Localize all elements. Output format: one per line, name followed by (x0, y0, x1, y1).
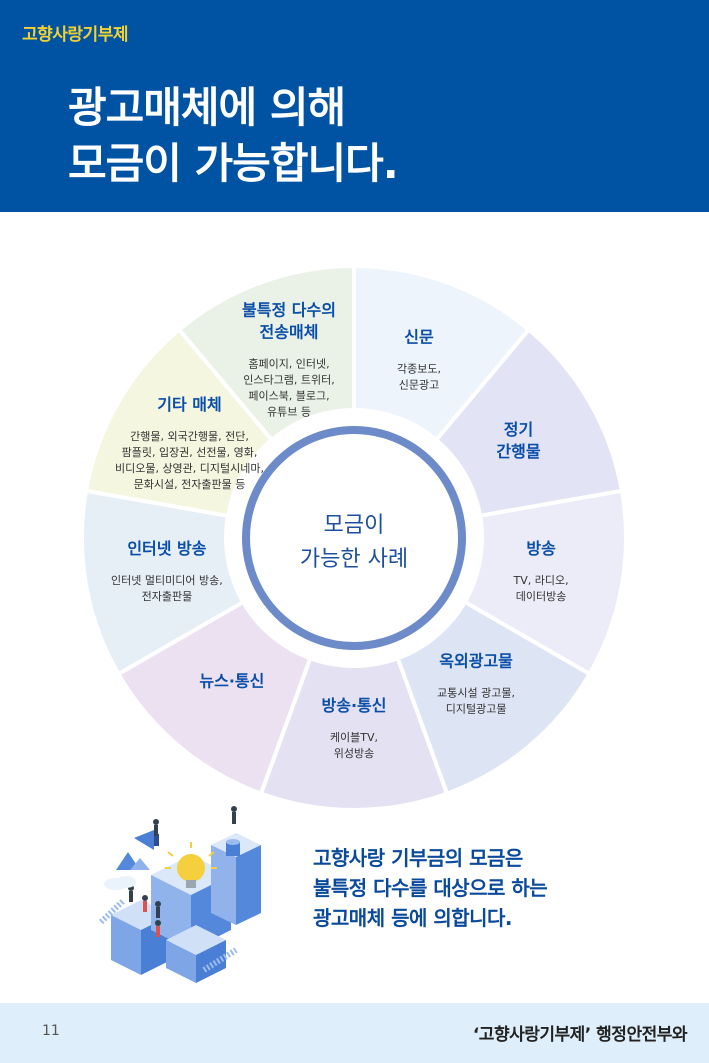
segment-0-title-0: 신문 (404, 328, 434, 347)
footer-title: ‘고향사랑기부제’ 행정안전부와 (472, 1025, 688, 1045)
people-cubes-illustration (98, 806, 261, 983)
segment-5-title-0: 뉴스·통신 (199, 672, 264, 691)
segment-7-desc-1: 간행물, 외국간행물, 전단, (130, 430, 249, 443)
segment-8-title-1: 전송매체 (260, 323, 319, 342)
wheel-center-line-1: 가능한 사례 (300, 547, 408, 572)
segment-4-desc-2: 위성방송 (334, 747, 374, 760)
mountain-icon (116, 852, 150, 870)
page-title: 광고매체에 의해 모금이 가능합니다. (68, 80, 399, 192)
header-banner: 고향사랑기부제 광고매체에 의해 모금이 가능합니다. (0, 0, 709, 212)
segment-6-desc-2: 전자출판물 (142, 590, 193, 603)
summary-text: 고향사랑 기부금의 모금은 불특정 다수를 대상으로 하는 광고매체 등에 의합… (313, 843, 548, 933)
megaphone-icon (134, 830, 159, 850)
segment-4-desc-1: 케이블TV, (330, 731, 378, 744)
page-number: 11 (42, 1023, 60, 1039)
title-line-2: 모금이 가능합니다. (68, 139, 399, 188)
segment-2-title-0: 방송 (526, 539, 556, 558)
segment-3-title-0: 옥외광고물 (439, 652, 513, 671)
segment-6-desc-1: 인터넷 멀티미디어 방송, (111, 574, 223, 587)
segment-0-desc-1: 각종보도, (397, 363, 441, 376)
segment-7-desc-4: 문화시설, 전자출판물 등 (134, 478, 246, 491)
segment-2-desc-2: 데이터방송 (516, 590, 567, 603)
segment-8-title-0: 불특정 다수의 (242, 301, 336, 320)
segment-7-desc-2: 팜플릿, 입장권, 선전물, 영화, (122, 446, 258, 459)
segment-4-title-0: 방송·통신 (322, 696, 387, 715)
segment-1-title-1: 간행물 (496, 442, 540, 461)
stairs-left (98, 897, 127, 925)
wheel-center-ring (242, 426, 466, 650)
segment-8-desc-3: 인스타그램, 트위터, (243, 374, 334, 387)
segment-8-desc-4: 페이스북, 블로그, (248, 390, 329, 403)
wheel-center-line-0: 모금이 (324, 513, 385, 538)
summary-line-2: 불특정 다수를 대상으로 하는 (313, 876, 548, 900)
cylinder-icon (226, 839, 240, 856)
segment-7-desc-3: 비디오물, 상영관, 디지털시네마, (115, 462, 264, 475)
segment-7-title-0: 기타 매체 (157, 395, 221, 414)
segment-8-desc-2: 홈페이지, 인터넷, (248, 357, 329, 371)
footer-bar: 11 ‘고향사랑기부제’ 행정안전부와 (0, 1003, 709, 1063)
summary-line-1: 고향사랑 기부금의 모금은 (313, 846, 523, 870)
segment-2-desc-1: TV, 라디오, (513, 574, 569, 587)
cloud-icon (104, 876, 136, 890)
segment-3-desc-1: 교통시설 광고물, (437, 687, 515, 700)
segment-3-desc-2: 디지털광고물 (446, 703, 507, 716)
segment-1-title-0: 정기 (504, 420, 533, 439)
segment-0-desc-2: 신문광고 (399, 379, 439, 392)
person-figure (128, 806, 237, 937)
wheel-segment-4 (258, 532, 450, 812)
segment-6-title-0: 인터넷 방송 (127, 539, 206, 558)
iso-cube-right (211, 833, 261, 925)
lightbulb-icon (165, 842, 217, 888)
iso-cube-front (166, 925, 226, 983)
brand-label: 고향사랑기부제 (22, 25, 128, 45)
title-line-1: 광고매체에 의해 (68, 83, 346, 132)
summary-line-3: 광고매체 등에 의합니다. (313, 906, 513, 930)
segment-8-desc-5: 유튜브 등 (267, 406, 311, 419)
